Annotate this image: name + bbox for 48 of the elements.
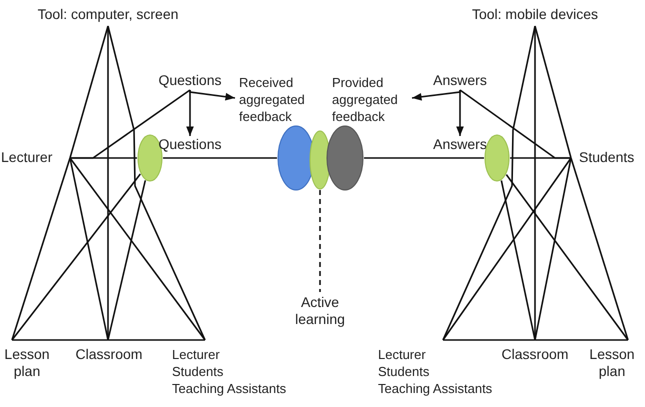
message-label: Answers bbox=[425, 72, 495, 90]
connector-line bbox=[443, 339, 535, 341]
arrow bbox=[412, 90, 461, 101]
connector-line bbox=[11, 174, 141, 340]
message-label: Questions bbox=[155, 72, 225, 90]
arrow bbox=[189, 90, 236, 101]
connector-line bbox=[364, 157, 484, 159]
connector-line bbox=[506, 174, 629, 340]
connector-line bbox=[442, 158, 572, 340]
rules-label: Lesson plan bbox=[1, 340, 53, 384]
rules-label: Lesson plan bbox=[584, 340, 640, 384]
outcome-label: Active learning bbox=[280, 292, 360, 330]
connector-line bbox=[107, 180, 146, 340]
connector-line bbox=[570, 158, 629, 340]
connector-line bbox=[534, 26, 572, 158]
connector-line bbox=[69, 158, 109, 340]
tool-label: Tool: mobile devices bbox=[455, 6, 615, 26]
arrow bbox=[186, 90, 194, 136]
message-label: Answers bbox=[425, 136, 495, 154]
feedback-label: Provided aggregated feedback bbox=[328, 74, 412, 128]
connector-line bbox=[442, 26, 536, 340]
feedback-label: Received aggregated feedback bbox=[235, 74, 331, 128]
role-label: Lecturer bbox=[378, 346, 426, 363]
connector-line bbox=[163, 157, 277, 159]
community-label: Classroom bbox=[499, 340, 571, 366]
connector-line bbox=[69, 158, 206, 340]
connector-line bbox=[70, 89, 190, 159]
connector-line bbox=[500, 180, 536, 340]
connector-line bbox=[534, 158, 572, 340]
message-label: Questions bbox=[155, 136, 225, 154]
connector-line bbox=[11, 158, 71, 340]
connector-line bbox=[107, 26, 206, 340]
connector-line bbox=[69, 26, 109, 158]
role-label: Students bbox=[378, 363, 430, 380]
role-label: Students bbox=[172, 363, 224, 380]
arrow bbox=[456, 90, 464, 136]
role-label: Lecturer bbox=[172, 346, 220, 363]
subject-label: Students bbox=[571, 149, 645, 167]
role-label: Teaching Assistants bbox=[378, 380, 492, 397]
tool-label: Tool: computer, screen bbox=[28, 6, 188, 26]
connector-line bbox=[460, 89, 571, 159]
connector-line bbox=[108, 339, 205, 341]
role-label: Teaching Assistants bbox=[172, 380, 286, 397]
connector-line bbox=[12, 339, 108, 341]
community-label: Classroom bbox=[70, 340, 148, 366]
connector-line bbox=[535, 339, 628, 341]
connector-line bbox=[319, 190, 321, 292]
subject-label: Lecturer bbox=[0, 149, 70, 167]
